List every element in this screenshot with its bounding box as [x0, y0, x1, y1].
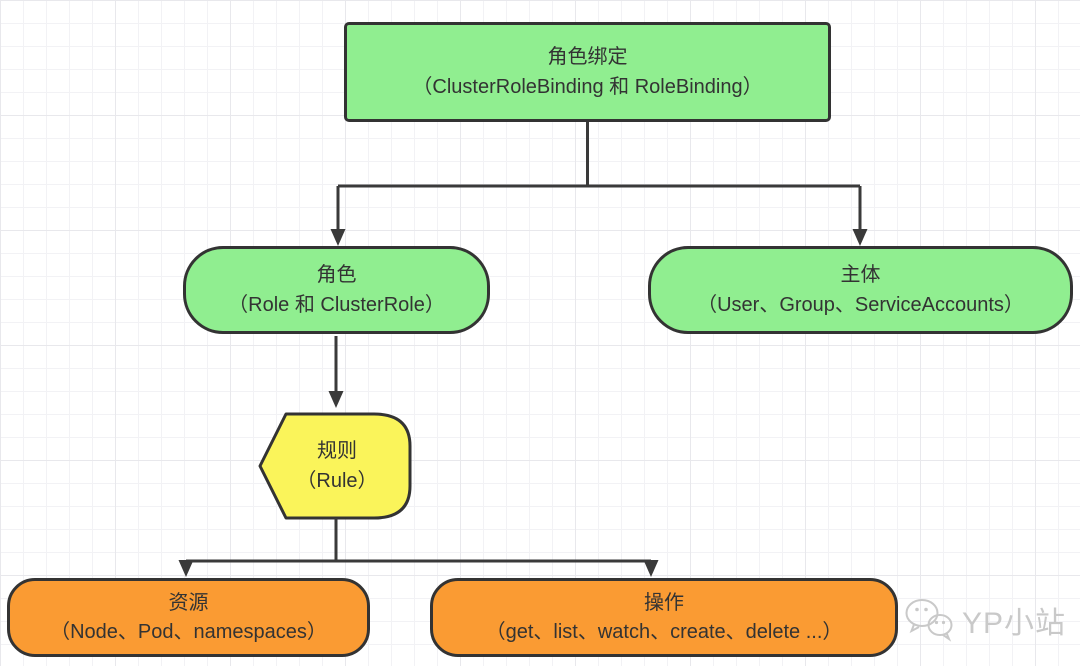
- node-resource-subtitle: （Node、Pod、namespaces）: [50, 620, 327, 643]
- node-subject-subtitle: （User、Group、ServiceAccounts）: [697, 294, 1024, 316]
- wechat-icon: [905, 599, 953, 642]
- arrowhead-operation: [643, 560, 659, 577]
- node-role-binding-subtitle: （ClusterRoleBinding 和 RoleBinding）: [412, 76, 763, 98]
- node-role-subtitle: （Role 和 ClusterRole）: [228, 294, 445, 316]
- node-subject-title: 主体: [840, 264, 881, 286]
- node-role: 角色 （Role 和 ClusterRole）: [183, 246, 490, 334]
- node-role-binding: 角色绑定 （ClusterRoleBinding 和 RoleBinding）: [344, 22, 831, 122]
- node-rule-title: 规则: [317, 440, 357, 462]
- node-operation-subtitle: （get、list、watch、create、delete ...）: [485, 620, 843, 643]
- arrowhead-subject: [852, 229, 868, 246]
- node-role-title: 角色: [316, 264, 357, 286]
- node-rule-subtitle: （Rule）: [296, 470, 378, 492]
- node-operation: 操作 （get、list、watch、create、delete ...）: [430, 578, 898, 657]
- arrowhead-rule: [328, 391, 344, 408]
- node-resource: 资源 （Node、Pod、namespaces）: [7, 578, 370, 657]
- node-subject: 主体 （User、Group、ServiceAccounts）: [648, 246, 1073, 334]
- arrowhead-role: [330, 229, 346, 246]
- watermark-label: YP小站: [962, 607, 1067, 640]
- node-rule: 规则 （Rule）: [276, 424, 398, 508]
- node-resource-title: 资源: [168, 591, 209, 614]
- node-operation-title: 操作: [644, 591, 684, 614]
- arrowhead-resource: [178, 560, 194, 577]
- watermark: YP小站: [902, 596, 1066, 644]
- node-role-binding-title: 角色绑定: [547, 46, 628, 68]
